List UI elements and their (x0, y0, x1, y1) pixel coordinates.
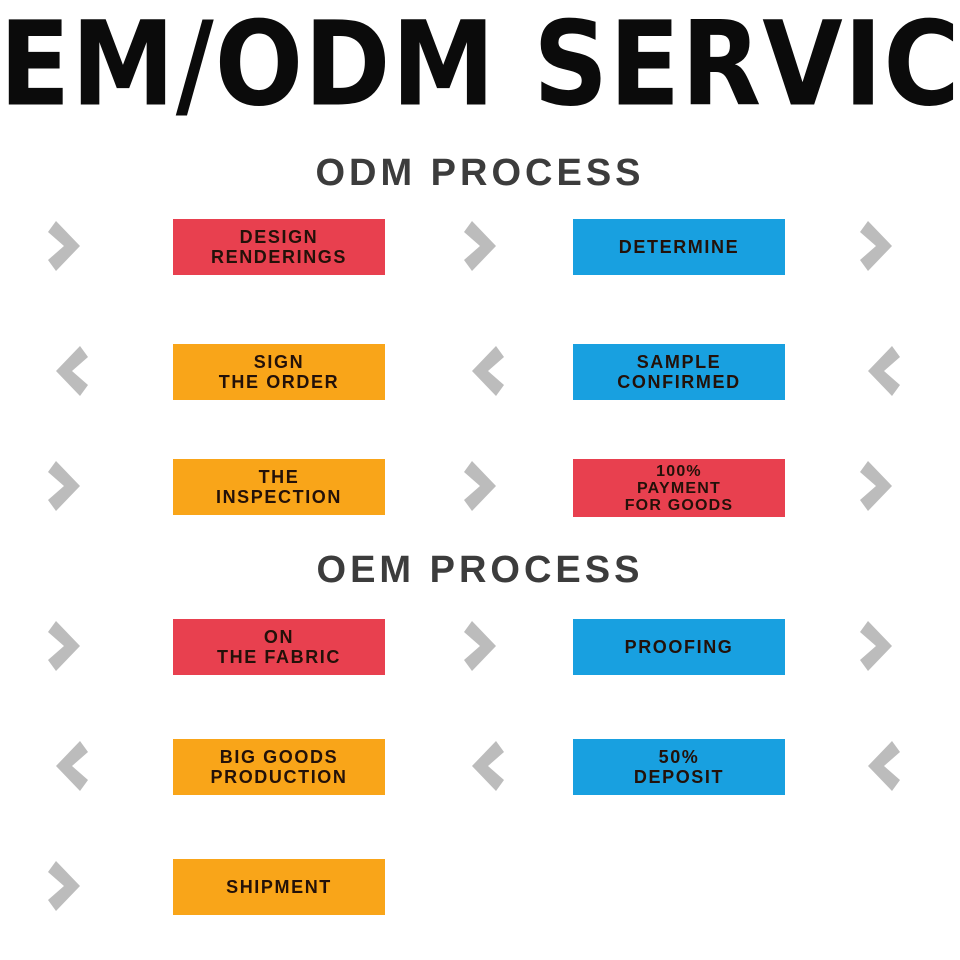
chevron-right-icon (46, 857, 90, 915)
process-step-box[interactable]: SIGN THE ORDER (173, 344, 385, 400)
process-step-label: ON THE FABRIC (217, 627, 341, 667)
process-step-box[interactable]: PROOFING (573, 619, 785, 675)
process-step-box[interactable]: SHIPMENT (173, 859, 385, 915)
chevron-right-icon (462, 457, 506, 515)
process-step-label: SHIPMENT (226, 877, 332, 897)
process-step-label: PROOFING (624, 637, 734, 657)
process-step-label: BIG GOODS PRODUCTION (210, 747, 348, 787)
process-step-box[interactable]: THE INSPECTION (173, 459, 385, 515)
chevron-left-icon (858, 737, 902, 795)
process-row: SIGN THE ORDER SAMPLE CONFIRMED (0, 330, 960, 420)
process-step-label: DESIGN RENDERINGS (210, 227, 347, 267)
process-step-box[interactable]: SAMPLE CONFIRMED (573, 344, 785, 400)
chevron-right-icon (46, 217, 90, 275)
chevron-right-icon (462, 617, 506, 675)
chevron-right-icon (46, 617, 90, 675)
process-row: BIG GOODS PRODUCTION 50% DEPOSIT (0, 725, 960, 815)
process-step-label: SIGN THE ORDER (218, 352, 340, 392)
process-step-box[interactable]: 50% DEPOSIT (573, 739, 785, 795)
chevron-left-icon (46, 737, 90, 795)
process-row: SHIPMENT (0, 845, 960, 935)
chevron-left-icon (462, 342, 506, 400)
process-row: THE INSPECTION 100% PAYMENT FOR GOODS (0, 445, 960, 535)
process-step-label: 50% DEPOSIT (633, 747, 725, 787)
process-row: DESIGN RENDERINGS DETERMINE (0, 205, 960, 295)
chevron-right-icon (462, 217, 506, 275)
process-step-label: THE INSPECTION (215, 467, 342, 507)
section-header-oem: OEM PROCESS (316, 549, 644, 591)
process-step-box[interactable]: BIG GOODS PRODUCTION (173, 739, 385, 795)
chevron-left-icon (46, 342, 90, 400)
title-banner: EM/ODM SERVIC (0, 0, 960, 140)
chevron-left-icon (858, 342, 902, 400)
process-step-box[interactable]: 100% PAYMENT FOR GOODS (573, 459, 785, 517)
process-step-label: DETERMINE (618, 237, 740, 257)
process-row: ON THE FABRIC PROOFING (0, 605, 960, 695)
process-step-label: 100% PAYMENT FOR GOODS (624, 462, 734, 514)
process-step-box[interactable]: DETERMINE (573, 219, 785, 275)
page-title: EM/ODM SERVIC (0, 0, 960, 133)
process-step-label: SAMPLE CONFIRMED (617, 352, 741, 392)
chevron-right-icon (858, 617, 902, 675)
process-step-box[interactable]: ON THE FABRIC (173, 619, 385, 675)
chevron-right-icon (858, 457, 902, 515)
chevron-left-icon (462, 737, 506, 795)
chevron-right-icon (858, 217, 902, 275)
section-header-odm: ODM PROCESS (315, 152, 645, 194)
process-step-box[interactable]: DESIGN RENDERINGS (173, 219, 385, 275)
chevron-right-icon (46, 457, 90, 515)
